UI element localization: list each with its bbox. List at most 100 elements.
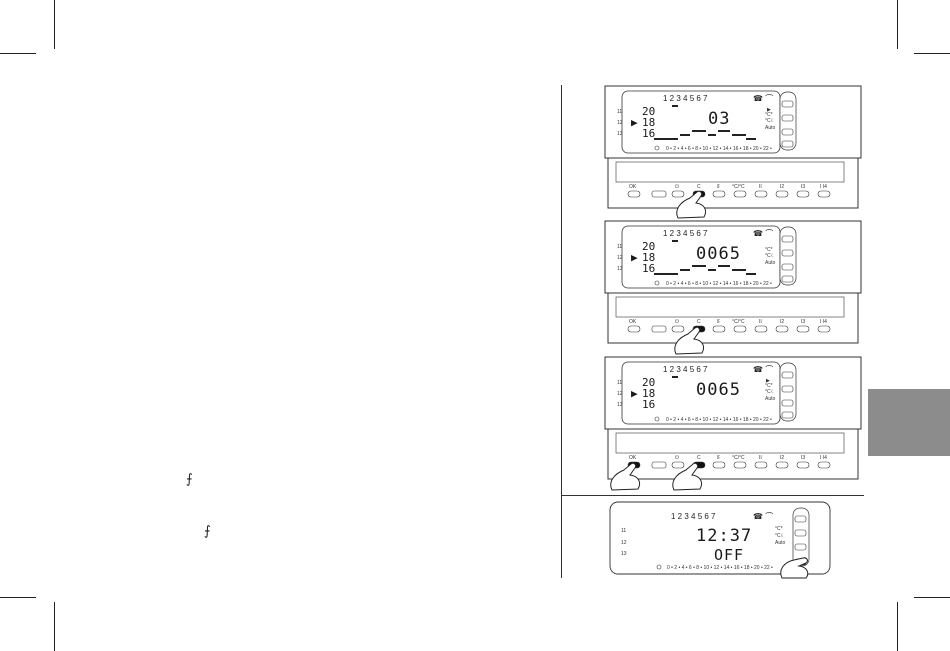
- program-1-label: II: [759, 455, 762, 461]
- crop-mark: [0, 53, 36, 54]
- antifreeze-label: ʬ: [717, 184, 720, 190]
- row-id: 13: [617, 266, 623, 272]
- c-label: C: [697, 319, 701, 325]
- status-off: OFF: [714, 546, 744, 564]
- blank-button[interactable]: [651, 190, 667, 198]
- up-button[interactable]: [781, 385, 794, 393]
- blank-button[interactable]: [651, 325, 667, 333]
- pressing-finger-icon: [674, 326, 705, 355]
- day-marker: [672, 376, 678, 378]
- antifreeze-label: ʬ: [717, 319, 720, 325]
- mode-button[interactable]: [781, 371, 794, 379]
- blank-button[interactable]: [651, 461, 667, 469]
- program-2-button[interactable]: [775, 190, 789, 198]
- temp-antifreeze: 16: [642, 262, 655, 275]
- ok-label: OK: [629, 455, 637, 461]
- program-4-label: I I4: [820, 184, 827, 190]
- pressing-finger-icon: [676, 190, 707, 219]
- ok-button[interactable]: [627, 190, 641, 198]
- mode-label-economy: °C☾: [775, 533, 785, 539]
- status-icons: ☎ ⌒: [753, 229, 773, 238]
- row-id: 11: [617, 380, 622, 386]
- temp-swap-button[interactable]: [733, 461, 747, 469]
- temp-economy: 18: [642, 116, 655, 129]
- ok-button[interactable]: [627, 325, 641, 333]
- power-button[interactable]: [671, 190, 685, 198]
- power-button[interactable]: [671, 461, 685, 469]
- holiday-button[interactable]: [781, 411, 794, 419]
- thermostat-panel-1: 1 2 3 4 5 6 7 ☎ ⌒ 11 12 13 20 ▶ 18 16 03…: [604, 85, 862, 219]
- weekday-row: 1 2 3 4 5 6 7: [663, 365, 708, 374]
- temp-swap-button[interactable]: [733, 190, 747, 198]
- program-1-button[interactable]: [754, 325, 768, 333]
- c-label: C: [697, 455, 701, 461]
- hour-scale: 0 • 2 • 4 • 6 • 8 • 10 • 12 • 14 • 16 • …: [666, 417, 772, 423]
- program-1-button[interactable]: [754, 190, 768, 198]
- program-3-button[interactable]: [796, 190, 810, 198]
- program-4-button[interactable]: [817, 190, 831, 198]
- mode-button[interactable]: [794, 515, 807, 523]
- day-marker: [672, 240, 678, 242]
- program-4-button[interactable]: [817, 325, 831, 333]
- main-display-value: 03: [708, 109, 730, 129]
- program-3-button[interactable]: [796, 325, 810, 333]
- row-id: 11: [621, 528, 626, 534]
- weekday-row: 1 2 3 4 5 6 7: [663, 229, 708, 238]
- up-button[interactable]: [794, 529, 807, 537]
- holiday-button[interactable]: [781, 275, 794, 283]
- program-1-label: II: [759, 319, 762, 325]
- program-1-button[interactable]: [754, 461, 768, 469]
- pressing-finger-icon: [780, 557, 809, 579]
- crop-mark: [897, 0, 898, 49]
- day-marker: [672, 105, 678, 107]
- down-button[interactable]: [781, 399, 794, 407]
- program-3-label: I3: [801, 319, 805, 325]
- row-id: 12: [617, 391, 623, 397]
- status-icons: ☎ ⌒: [753, 365, 773, 374]
- antifreeze-button[interactable]: [712, 325, 726, 333]
- mode-label-auto: Auto: [775, 540, 786, 546]
- down-button[interactable]: [781, 263, 794, 271]
- antifreeze-button[interactable]: [712, 461, 726, 469]
- temp-comfort: 20: [642, 240, 655, 253]
- row-id: 12: [621, 540, 627, 546]
- clock-icon: [654, 416, 660, 422]
- temp-swap-button[interactable]: [733, 325, 747, 333]
- antifreeze-button[interactable]: [712, 190, 726, 198]
- mode-label-economy: °C☾: [765, 389, 775, 395]
- mode-label-comfort: °C*: [765, 247, 773, 253]
- up-button[interactable]: [781, 114, 794, 122]
- clock-icon: [654, 145, 660, 151]
- mode-button[interactable]: [781, 235, 794, 243]
- thermostat-panel-3: 1 2 3 4 5 6 7 ☎ ⌒ 11 12 13 20 ▶ 18 16 00…: [604, 356, 862, 491]
- program-3-button[interactable]: [796, 461, 810, 469]
- crop-mark: [914, 53, 950, 54]
- program-2-label: I2: [780, 455, 784, 461]
- mode-label-comfort: °C*: [775, 526, 783, 532]
- row-id: 13: [621, 551, 627, 557]
- temp-swap-label: °C/°C: [732, 319, 745, 325]
- mode-label-auto: Auto: [765, 396, 776, 402]
- holiday-button[interactable]: [781, 140, 794, 148]
- clock-time: 12:37: [696, 526, 752, 546]
- program-4-label: I I4: [820, 319, 827, 325]
- mode-label-auto: Auto: [765, 125, 776, 131]
- down-button[interactable]: [781, 128, 794, 136]
- up-button[interactable]: [781, 249, 794, 257]
- crop-mark: [914, 597, 950, 598]
- temp-comfort: 20: [642, 105, 655, 118]
- power-button[interactable]: [671, 325, 685, 333]
- program-2-button[interactable]: [775, 461, 789, 469]
- column-divider: [561, 85, 562, 578]
- temp-swap-label: °C/°C: [732, 455, 745, 461]
- mode-label-economy: °C☾: [765, 118, 775, 124]
- pressing-finger-icon: [610, 462, 641, 491]
- crop-mark: [54, 602, 55, 651]
- down-button[interactable]: [794, 543, 807, 551]
- hour-scale: 0 • 2 • 4 • 6 • 8 • 10 • 12 • 14 • 16 • …: [667, 565, 773, 571]
- program-4-button[interactable]: [817, 461, 831, 469]
- step-divider: [562, 495, 864, 496]
- program-2-button[interactable]: [775, 325, 789, 333]
- mode-button[interactable]: [781, 100, 794, 108]
- thermostat-panel-4: 1 2 3 4 5 6 7 ☎ ⌒ 11 12 13 12:37 OFF 0 •…: [609, 501, 831, 579]
